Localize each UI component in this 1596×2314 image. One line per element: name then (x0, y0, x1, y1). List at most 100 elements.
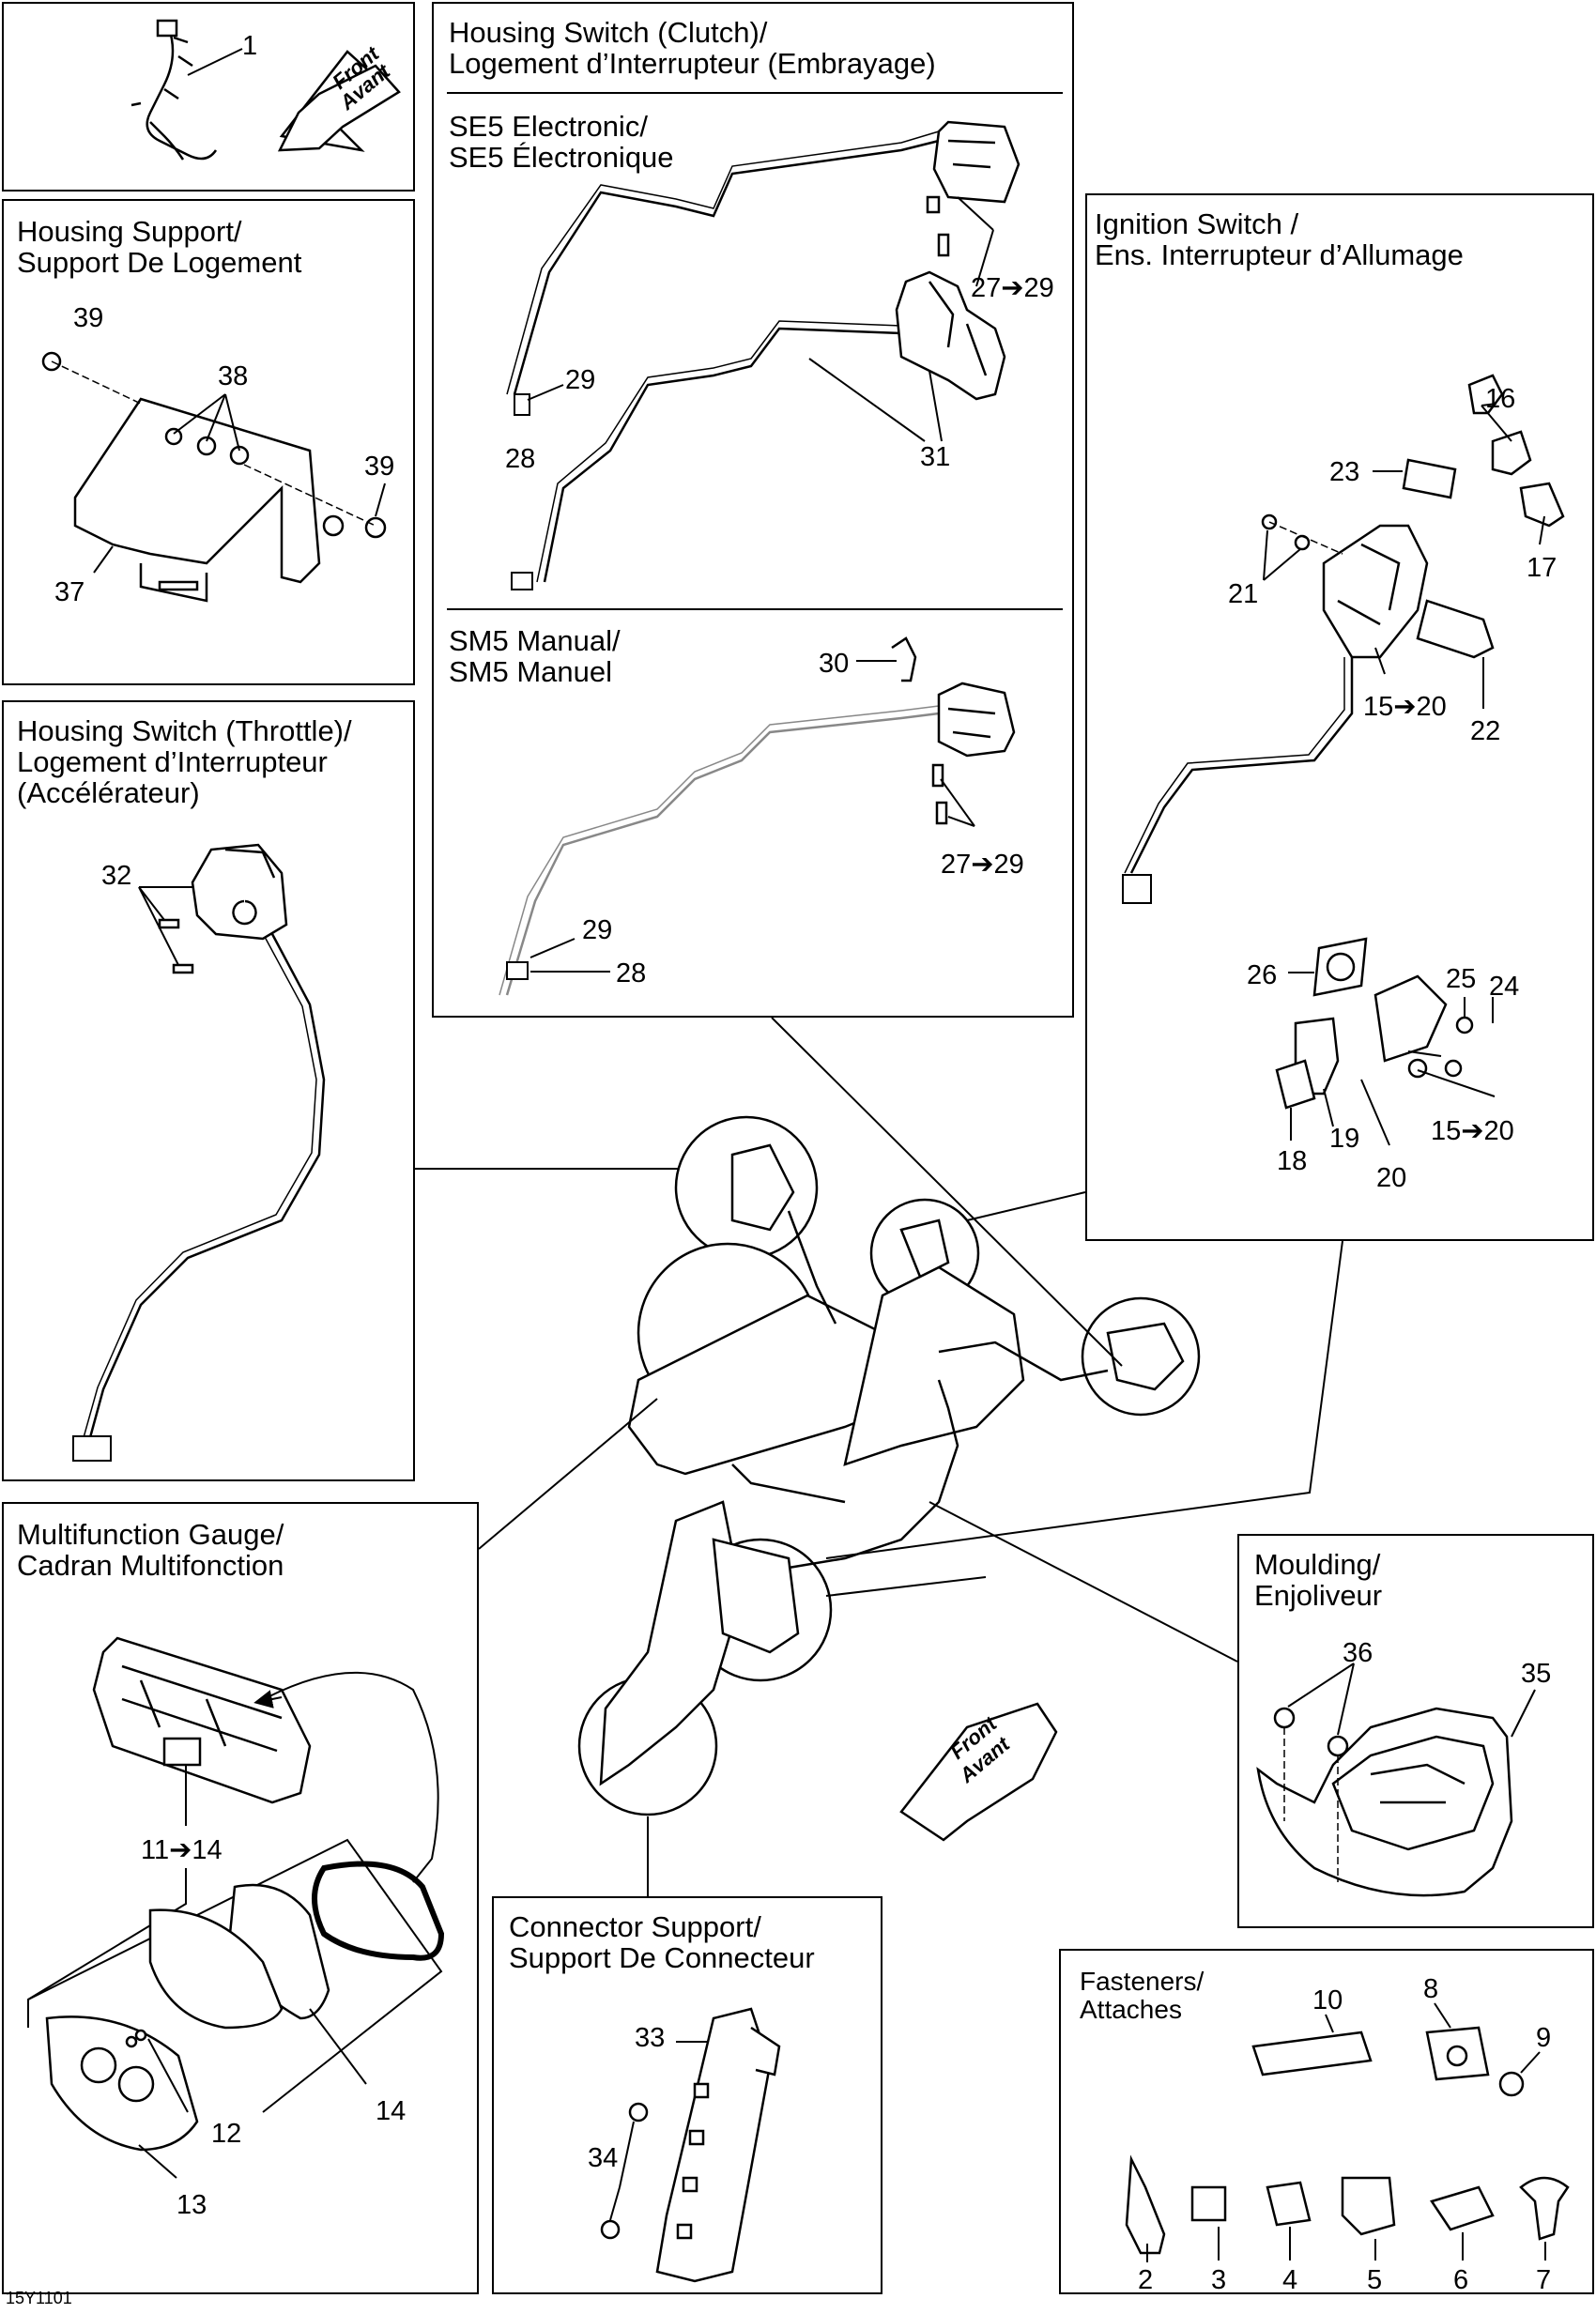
throttle-connector (72, 1435, 112, 1462)
ref-19: 19 (1329, 1124, 1359, 1154)
ignition-harness (1124, 657, 1354, 874)
sm5-switch-harness (499, 705, 940, 996)
clip-5 (1341, 2176, 1396, 2236)
se5-switch-housing-top (926, 120, 1021, 257)
connector-support-title: Connector Support/ Support De Connecteur (509, 1910, 815, 1974)
ref-14: 14 (376, 2096, 406, 2126)
ref-28-sm5: 28 (616, 958, 646, 988)
ref-33: 33 (635, 2023, 665, 2053)
ref-4: 4 (1282, 2265, 1297, 2295)
drawing-code: 15Y1101 (6, 2289, 72, 2307)
ref-25: 25 (1446, 964, 1476, 994)
ref-20: 20 (1376, 1163, 1406, 1193)
fasteners-parts (1125, 2026, 1570, 2255)
ignition-switch-title: Ignition Switch / Ens. Interrupteur d’Al… (1095, 207, 1464, 271)
center-assembly (577, 1115, 1201, 1816)
ref-38: 38 (218, 361, 248, 391)
panel-housing-switch-throttle: Housing Switch (Throttle)/ Logement d’In… (2, 700, 415, 1481)
se5-switch-harness (506, 130, 944, 583)
ref-6: 6 (1453, 2265, 1468, 2295)
ref-22: 22 (1470, 716, 1500, 746)
ref-8: 8 (1423, 1974, 1438, 2004)
ref-32: 32 (101, 861, 131, 891)
se5-sm5-divider (447, 608, 1063, 610)
sm5-connector-28 (506, 961, 529, 980)
ref-21: 21 (1228, 579, 1258, 609)
ref-15-20-lower: 15➔20 (1431, 1116, 1514, 1146)
center-harness (731, 1210, 959, 1570)
se5-switch-housing-lower (895, 270, 1006, 401)
ref-35: 35 (1521, 1659, 1551, 1689)
ref-17: 17 (1527, 553, 1557, 583)
center-front-arrow-icon: Front Avant (899, 1702, 1058, 1842)
clamp-4 (1266, 2181, 1312, 2227)
sm5-switch-housing (891, 636, 1016, 825)
ref-11-14: 11➔14 (141, 1835, 223, 1865)
ref-29-sm5: 29 (582, 915, 612, 945)
sm5-manual-title: SM5 Manual/ SM5 Manuel (449, 624, 621, 688)
ref-26: 26 (1247, 960, 1277, 990)
ref-28-se5: 28 (505, 444, 535, 474)
key-tag-22 (1416, 599, 1495, 659)
housing-support-bracket (41, 351, 387, 603)
clip-3 (1190, 2185, 1227, 2222)
se5-connector-bottom (511, 572, 533, 590)
ref-30: 30 (819, 649, 849, 679)
ref-2: 2 (1138, 2265, 1153, 2295)
clutch-switch-title: Housing Switch (Clutch)/ Logement d’Inte… (449, 16, 936, 80)
ref-13: 13 (176, 2190, 207, 2220)
ref-1: 1 (242, 31, 257, 61)
ref-36: 36 (1343, 1638, 1373, 1668)
ref-15-20-upper: 15➔20 (1363, 692, 1447, 722)
ref-9: 9 (1536, 2023, 1551, 2053)
connector-support-bracket (600, 2007, 781, 2283)
ref-39-right: 39 (364, 452, 394, 482)
edge-trim-10 (1251, 2030, 1373, 2076)
ref-5: 5 (1367, 2265, 1382, 2295)
clip-6 (1430, 2185, 1495, 2231)
ref-16: 16 (1485, 384, 1515, 414)
ref-27-29-se5: 27➔29 (971, 273, 1054, 303)
tumbler-17 (1519, 482, 1565, 528)
throttle-harness (82, 933, 326, 1442)
push-rivet-7 (1519, 2176, 1570, 2241)
multifunction-gauge-title: Multifunction Gauge/ Cadran Multifonctio… (17, 1518, 284, 1582)
ref-27-29-sm5: 27➔29 (941, 850, 1024, 880)
ref-24: 24 (1489, 972, 1519, 1002)
cable-tie-2 (1125, 2154, 1166, 2255)
ref-29-se5: 29 (565, 365, 595, 395)
ref-31: 31 (920, 442, 950, 472)
throttle-switch-housing (158, 843, 288, 974)
ref-3: 3 (1211, 2265, 1226, 2295)
ignition-switch-assembly (1261, 374, 1565, 659)
panel-ignition-switch: Ignition Switch / Ens. Interrupteur d’Al… (1085, 193, 1594, 1241)
ignition-module-assembly (1275, 937, 1474, 1110)
ref-18: 18 (1277, 1146, 1307, 1176)
ref-39-top: 39 (73, 303, 103, 333)
se5-electronic-title: SE5 Electronic/ SE5 Électronique (449, 110, 674, 174)
gauge-seal-14 (312, 1861, 445, 1961)
throttle-switch-title: Housing Switch (Throttle)/ Logement d’In… (17, 714, 352, 809)
ref-7: 7 (1536, 2265, 1551, 2295)
fasteners-title: Fasteners/ Attaches (1080, 1967, 1205, 2024)
se5-connector-29 (514, 393, 530, 416)
gauge-components (45, 1883, 330, 2152)
front-arrow-icon: Front Avant (277, 40, 401, 152)
ref-10: 10 (1312, 1985, 1343, 2015)
ref-12: 12 (211, 2119, 241, 2149)
ref-23: 23 (1329, 457, 1359, 487)
panel-housing-support: Housing Support/ Support De Logement (2, 199, 415, 685)
clutch-title-divider (447, 92, 1063, 94)
moulding-part-35 (1256, 1707, 1513, 1897)
ignition-connector (1122, 874, 1152, 904)
gauge-assembly (92, 1636, 312, 1804)
panel-leader-lines (415, 1017, 1343, 1896)
ref-37: 37 (54, 577, 84, 607)
moulding-title: Moulding/ Enjoliveur (1254, 1548, 1383, 1612)
housing-support-title: Housing Support/ Support De Logement (17, 215, 302, 279)
part-1-harness-drawing (130, 19, 218, 161)
cap-23 (1402, 458, 1457, 499)
ref-34: 34 (588, 2143, 618, 2173)
nut-9 (1498, 2071, 1525, 2097)
